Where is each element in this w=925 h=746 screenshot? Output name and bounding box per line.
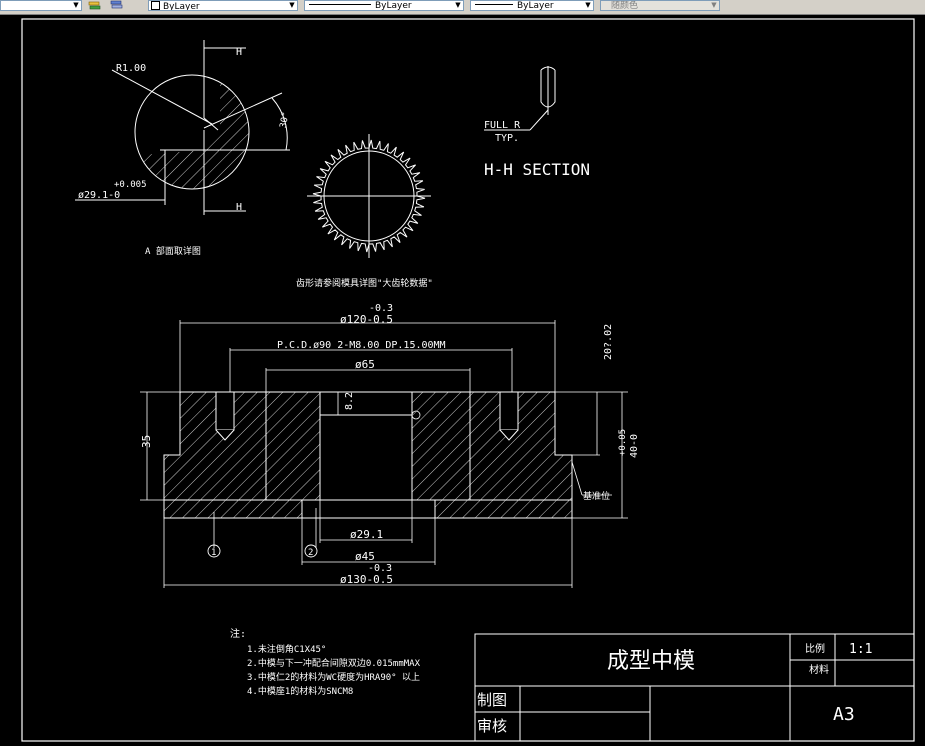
- properties-toolbar: ▼ ByLayer ▼ ByLayer ▼ ByLayer ▼ 随颜色 ▼: [0, 0, 925, 15]
- radius-label: R1.00: [116, 63, 146, 74]
- plotstyle-value: 随颜色: [611, 1, 639, 11]
- datum-label: 基准位: [583, 490, 610, 502]
- scale-value: 1:1: [849, 642, 872, 657]
- part-2-label: 2: [308, 548, 313, 558]
- material-label: 材料: [809, 663, 829, 676]
- full-r-label: FULL R: [484, 120, 521, 131]
- typ-label: TYP.: [495, 133, 519, 144]
- chevron-down-icon: ▼: [455, 1, 461, 9]
- lineweight-preview: [475, 4, 513, 5]
- layer-previous-icon[interactable]: [88, 0, 101, 11]
- dimension-lines: [140, 320, 628, 588]
- detail-dia-label: ø29.1-0: [78, 190, 120, 201]
- h35-label: 35: [140, 435, 153, 448]
- section-tool: [484, 66, 556, 131]
- drawing-border: [21, 18, 915, 742]
- part-1-balloon: [207, 544, 221, 558]
- detail-caption: A 部面取详图: [145, 245, 201, 257]
- pcd-label: P.C.D.ø90 2-M8.00 DP.15.00MM: [277, 340, 446, 351]
- chevron-down-icon: ▼: [585, 1, 591, 9]
- h40-label: 40-0: [629, 434, 640, 458]
- color-dropdown[interactable]: ByLayer ▼: [148, 0, 298, 11]
- section-mark-bottom: H: [236, 202, 242, 213]
- layer-dropdown[interactable]: ▼: [0, 0, 82, 11]
- gear-note: 齿形请参阅模具详图"大齿轮数据": [296, 277, 433, 289]
- lineweight-dropdown[interactable]: ByLayer ▼: [470, 0, 594, 11]
- plotstyle-dropdown[interactable]: 随颜色 ▼: [600, 0, 720, 11]
- part-name: 成型中模: [607, 649, 695, 674]
- color-value: ByLayer: [163, 2, 200, 11]
- note-item: 1.未注倒角C1X45°: [247, 643, 326, 655]
- chevron-down-icon: ▼: [711, 1, 717, 9]
- d130-label: ø130-0.5: [340, 573, 393, 586]
- notes-title: 注:: [230, 627, 246, 640]
- gear-outline: [307, 134, 431, 258]
- part-2-balloon: [304, 544, 318, 558]
- scale-label: 比例: [805, 642, 825, 655]
- main-section-view: [163, 391, 573, 519]
- drawing-canvas[interactable]: R1.00 H H 30° +0.005 ø29.1-0 A 部面取详图 齿形请…: [0, 15, 925, 746]
- note-item: 4.中模座1的材料为SNCM8: [247, 685, 353, 697]
- d130-tol: -0.3: [368, 563, 392, 574]
- part-1-label: 1: [211, 548, 216, 558]
- layer-stack-icon[interactable]: [110, 0, 123, 11]
- chevron-down-icon: ▼: [73, 1, 79, 9]
- title-block: [474, 633, 915, 742]
- checked-label: 审核: [477, 717, 507, 735]
- section-title: H-H SECTION: [484, 160, 590, 179]
- angle-label: 30°: [279, 111, 292, 129]
- d45-label: ø45: [355, 550, 375, 563]
- d65-label: ø65: [355, 358, 375, 371]
- depth-label: 8.2: [344, 392, 355, 410]
- section-mark-top: H: [236, 47, 242, 58]
- note-item: 3.中模仁2的材料为WC硬度为HRA90° 以上: [247, 671, 420, 683]
- flat-label: 20?.02: [603, 324, 614, 360]
- sheet-size: A3: [833, 704, 855, 725]
- d120-tol: -0.3: [369, 303, 393, 314]
- drawing-svg: R1.00 H H 30° +0.005 ø29.1-0 A 部面取详图 齿形请…: [21, 18, 915, 742]
- d120-label: ø120-0.5: [340, 313, 393, 326]
- lineweight-value: ByLayer: [517, 1, 554, 11]
- chevron-down-icon: ▼: [289, 1, 295, 9]
- note-item: 2.中模与下一冲配合间隙双边0.015mmMAX: [247, 657, 421, 669]
- color-swatch-icon: [151, 1, 160, 10]
- linetype-value: ByLayer: [375, 1, 412, 11]
- tol-upper: +0.005: [114, 180, 147, 190]
- h40-tol: +0.05: [618, 429, 628, 456]
- linetype-preview: [309, 4, 371, 5]
- d29-label: ø29.1: [350, 528, 383, 541]
- drawn-label: 制图: [477, 691, 507, 709]
- linetype-dropdown[interactable]: ByLayer ▼: [304, 0, 464, 11]
- detail-a: [75, 40, 290, 215]
